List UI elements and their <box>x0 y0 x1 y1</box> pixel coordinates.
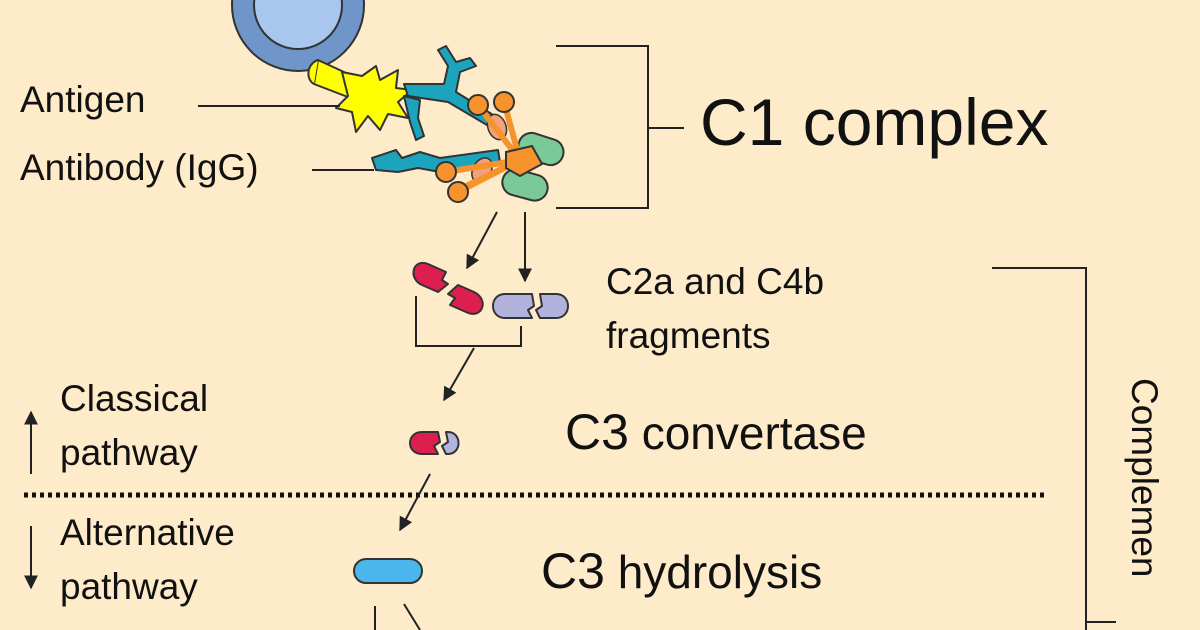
cell-icon <box>231 0 365 72</box>
fragments-label-line2: fragments <box>606 315 771 356</box>
c1-complex-label: C1 complex <box>700 85 1048 159</box>
c3-convertase-label: C3 convertase <box>565 404 867 460</box>
antigen-label: Antigen <box>20 79 146 120</box>
c1q-icon <box>435 91 544 203</box>
antigen-icon <box>307 59 413 133</box>
side-label: Complemen <box>1124 378 1165 577</box>
classical-label-line2: pathway <box>60 432 198 473</box>
c4-fragment-icon <box>492 293 569 319</box>
c2-fragment-icon <box>412 261 484 315</box>
alternative-label-line1: Alternative <box>60 512 235 553</box>
c3-convertase-icon <box>409 431 460 455</box>
alternative-label-line2: pathway <box>60 566 198 607</box>
c3-hydrolysis-label: C3 hydrolysis <box>541 543 822 599</box>
antibody-label: Antibody (IgG) <box>20 147 259 188</box>
classical-label-line1: Classical <box>60 378 208 419</box>
c3-icon <box>353 558 423 584</box>
fragments-label-line1: C2a and C4b <box>606 261 824 302</box>
antibody-icon-upper <box>403 45 499 141</box>
